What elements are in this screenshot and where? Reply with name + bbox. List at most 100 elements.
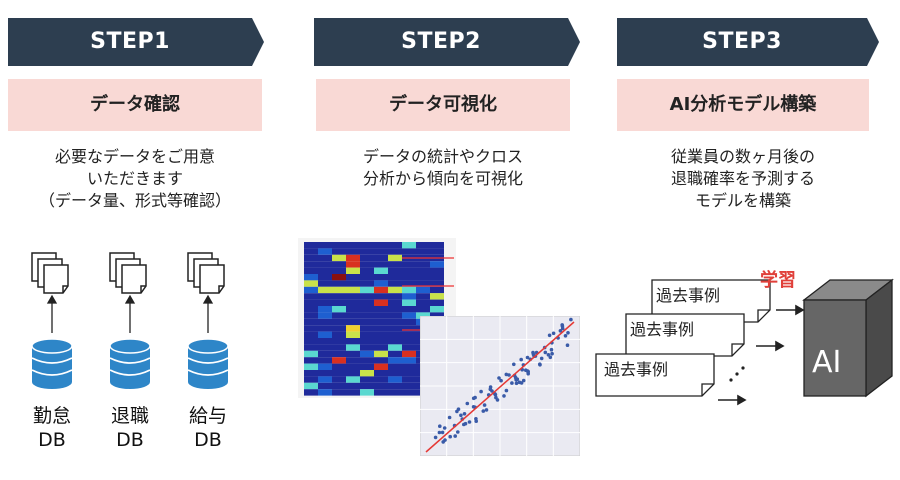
heatmap-cell [402,389,416,396]
heatmap-cell [402,286,416,294]
scatter-point [512,362,516,367]
scatter-point [459,413,463,418]
heatmap-cell [332,267,346,274]
heatmap-cell [360,331,374,338]
heatmap-cell [346,376,360,383]
heatmap-cell [360,382,374,390]
scatter-point [437,430,442,435]
heatmap-cell [332,261,346,268]
heatmap-cell [346,389,360,396]
heatmap-cell [402,344,416,351]
case-label-1: 過去事例 [604,360,669,379]
desc-line: データの統計やクロス [362,147,523,166]
heatmap-cell [332,306,346,313]
heatmap-cell [416,242,430,249]
heatmap-cell [416,306,430,313]
heatmap-cell [304,318,318,326]
db-type: DB [116,429,144,451]
heatmap-cell [402,261,416,268]
heatmap-cell [374,344,388,351]
heatmap-cell [388,254,402,262]
heatmap-cell [374,376,388,383]
learn-label: 学習 [760,270,796,291]
scatter-point [442,426,447,430]
heatmap-cell [332,274,346,281]
heatmap-cell [304,280,318,287]
heatmap-cell [360,363,374,370]
heatmap-cell [402,293,416,300]
scatter-point [504,372,509,377]
step2-title: STEP2 [401,29,481,54]
heatmap-cell [416,274,430,281]
scatter-point [526,371,530,376]
heatmap-cell [318,357,332,364]
scatter-point [438,424,442,428]
heatmap-cell [402,338,416,345]
heatmap-cell [318,344,332,351]
scatter-point [525,355,530,360]
heatmap-cell [374,357,388,364]
heatmap-cell [332,382,346,390]
db-type: DB [194,429,222,451]
desc-line: 従業員の数ヶ月後の [670,147,815,166]
heatmap-cell [332,254,346,262]
heatmap-cell [346,286,360,294]
heatmap-cell [346,299,360,306]
scatter-point [539,356,544,361]
heatmap-cell [360,280,374,287]
scatter-point [547,333,552,338]
heatmap-cell [332,318,346,326]
scatter-point [467,420,472,424]
heatmap-cell [318,331,332,338]
heatmap-cell [304,286,318,294]
heatmap-cell [332,299,346,306]
heatmap-cell [402,248,416,255]
heatmap-cell [318,318,332,326]
heatmap-cell [346,293,360,300]
scatter-point [543,350,548,355]
step1-subtitle: データ確認 [8,79,262,131]
heatmap-cell [388,242,402,249]
scatter-point [560,326,565,331]
heatmap-cell [346,357,360,364]
heatmap-cell [304,389,318,396]
heatmap-cell [346,325,360,332]
scatter-point [519,381,524,385]
heatmap-cell [374,318,388,326]
scatter-point [479,389,483,394]
heatmap-cell [374,254,388,262]
scatter-point [504,388,509,393]
heatmap-cell [416,280,430,287]
heatmap-cell [304,350,318,358]
heatmap-cell [374,325,388,332]
scatter-point [471,405,476,409]
db-name: 給与 [188,405,227,427]
heatmap-cell [374,363,388,370]
arrow-right-icon [756,340,785,352]
heatmap-cell [304,363,318,370]
heatmap-cell [360,389,374,396]
heatmap-cell [388,299,402,306]
heatmap-cell [388,286,402,294]
heatmap-cell [346,274,360,281]
heatmap-cell [346,267,360,274]
heatmap-cell [402,242,416,249]
heatmap-cell [346,254,360,262]
heatmap-cell [304,357,318,364]
heatmap-cell [360,350,374,358]
db-label-resignation: 退職 DB [106,404,154,452]
heatmap-cell [304,306,318,313]
heatmap-cell [304,254,318,262]
database-icon [31,338,73,390]
heatmap-cell [388,318,402,326]
scatter-point [510,381,514,385]
heatmap-cell [346,312,360,319]
heatmap-cell [388,261,402,268]
heatmap-cell [388,267,402,274]
scatter-plot-image [420,316,580,456]
heatmap-cell [318,376,332,383]
heatmap-cell [388,382,402,390]
heatmap-cell [360,293,374,300]
scatter-point [519,357,523,362]
heatmap-cell [332,242,346,249]
